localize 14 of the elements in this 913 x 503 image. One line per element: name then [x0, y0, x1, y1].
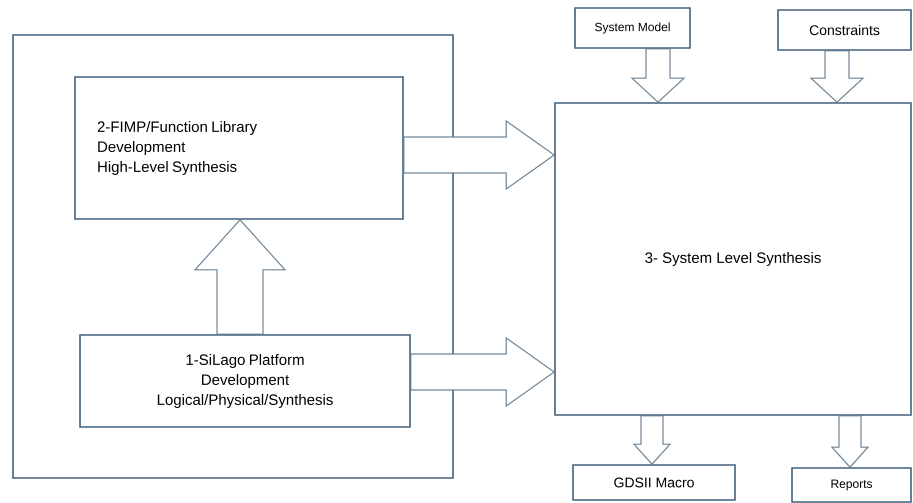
block-arrow [632, 415, 672, 466]
block-arrow [830, 415, 870, 468]
process-box: 1-SiLago Platform Development Logical/Physical/Synthesis [79, 334, 411, 428]
input-box: Constraints [777, 9, 912, 51]
input-box: System Model [574, 7, 691, 49]
process-box: 3- System Level Synthesis [554, 102, 912, 416]
block-arrow [809, 50, 865, 104]
output-box: Reports [791, 467, 912, 503]
process-box: 2-FIMP/Function Library Development High-Level Synthesis [74, 76, 404, 220]
block-arrow [410, 336, 556, 408]
block-arrow [630, 48, 686, 104]
block-arrow [194, 218, 286, 335]
output-box: GDSII Macro [572, 464, 736, 501]
block-arrow [403, 120, 556, 190]
